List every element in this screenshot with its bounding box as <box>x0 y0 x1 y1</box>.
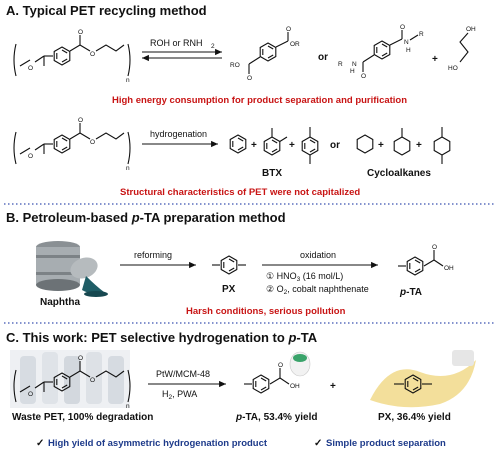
svg-text:O: O <box>90 51 95 58</box>
plus-a1: + <box>432 54 438 65</box>
conditions-h2-pwa: H2, PWA <box>162 389 197 401</box>
section-a-title: A. Typical PET recycling method <box>6 3 207 18</box>
highlight-separation: Simple product separation <box>326 438 446 449</box>
svg-text:R: R <box>338 61 343 68</box>
svg-text:OR: OR <box>290 41 300 48</box>
svg-text:OH: OH <box>290 383 300 390</box>
svg-text:O: O <box>28 391 33 398</box>
svg-text:O: O <box>400 24 405 31</box>
section-b-title: B. Petroleum-based p-TA preparation meth… <box>6 210 286 225</box>
ethylene-glycol: OH HO <box>448 26 476 72</box>
svg-text:O: O <box>286 26 291 33</box>
equilibrium-arrow <box>142 48 222 62</box>
label-pta-b: p-TA <box>399 287 422 298</box>
px-structure-c <box>394 374 432 394</box>
label-px: PX <box>222 284 236 295</box>
svg-text:HO: HO <box>448 65 458 72</box>
or-a2: or <box>330 140 340 151</box>
amide-product: O N H R O N H R <box>338 24 424 80</box>
step-reforming: reforming <box>134 250 172 260</box>
px-structure <box>212 255 246 275</box>
svg-text:+: + <box>289 140 295 151</box>
svg-text:+: + <box>378 140 384 151</box>
note-structural: Structural characteristics of PET were n… <box>120 187 360 198</box>
svg-text:RO: RO <box>230 62 240 69</box>
pet-structure-a2: O O O n <box>13 117 131 172</box>
highlight-yield: High yield of asymmetric hydrogenation p… <box>48 438 268 449</box>
note-high-energy: High energy consumption for product sepa… <box>112 95 407 106</box>
condition-o2: ② O2, cobalt naphthenate <box>266 284 369 296</box>
waste-pet-bottles-image <box>10 350 130 408</box>
svg-text:R: R <box>419 31 424 38</box>
pta-structure-c: O OH <box>244 362 300 394</box>
svg-text:O: O <box>247 75 252 82</box>
condition-hno3: ① HNO3 (16 mol/L) <box>266 271 343 283</box>
svg-text:O: O <box>90 377 95 384</box>
svg-text:O: O <box>78 355 83 362</box>
svg-text:O: O <box>278 362 283 369</box>
label-cycloalkanes: Cycloalkanes <box>367 168 431 179</box>
label-waste-pet: Waste PET, 100% degradation <box>12 412 153 423</box>
pta-powder-image <box>289 351 311 377</box>
check-icon-2: ✓ <box>314 438 322 449</box>
px-liquid-image <box>370 350 476 408</box>
catalyst: PtW/MCM-48 <box>156 369 210 379</box>
svg-text:OH: OH <box>444 265 454 272</box>
pet-structure-c: O O O n <box>13 355 131 410</box>
svg-text:+: + <box>416 140 422 151</box>
section-c-title: C. This work: PET selective hydrogenatio… <box>6 330 318 345</box>
label-px-yield: PX, 36.4% yield <box>378 412 451 423</box>
label-naphtha: Naphtha <box>40 297 80 308</box>
svg-text:O: O <box>361 73 366 80</box>
svg-text:H: H <box>350 68 355 75</box>
svg-text:O: O <box>28 153 33 160</box>
pet-structure-a1: O O O n <box>13 29 131 84</box>
note-harsh: Harsh conditions, serious pollution <box>186 306 346 317</box>
ester-product: O OR O RO <box>230 26 300 82</box>
label-pta-yield: p-TA, 53.4% yield <box>235 412 318 423</box>
or-a1: or <box>318 52 328 63</box>
step-oxidation: oxidation <box>300 250 336 260</box>
reagent-hydrogenation: hydrogenation <box>150 129 207 139</box>
label-btx: BTX <box>262 168 282 179</box>
reagent-roh: ROH or RNH <box>150 38 203 48</box>
svg-text:O: O <box>90 139 95 146</box>
btx-aromatics: + + <box>229 127 319 164</box>
svg-text:N: N <box>352 61 357 68</box>
pta-structure-b: O OH <box>398 244 454 276</box>
svg-text:+: + <box>251 140 257 151</box>
svg-text:O: O <box>28 65 33 72</box>
svg-text:O: O <box>78 29 83 36</box>
subscript-n-3: n <box>126 403 130 410</box>
reagent-sub: 2 <box>211 43 215 50</box>
svg-text:O: O <box>78 117 83 124</box>
svg-text:N: N <box>404 39 409 46</box>
plus-c: + <box>330 381 336 392</box>
subscript-n-2: n <box>126 165 130 172</box>
naphtha-drum-image <box>36 241 108 297</box>
cycloalkanes: + + <box>356 127 451 164</box>
check-icon: ✓ <box>36 438 44 449</box>
svg-text:O: O <box>432 244 437 251</box>
subscript-n: n <box>126 77 130 84</box>
svg-text:H: H <box>406 47 411 54</box>
svg-text:OH: OH <box>466 26 476 33</box>
